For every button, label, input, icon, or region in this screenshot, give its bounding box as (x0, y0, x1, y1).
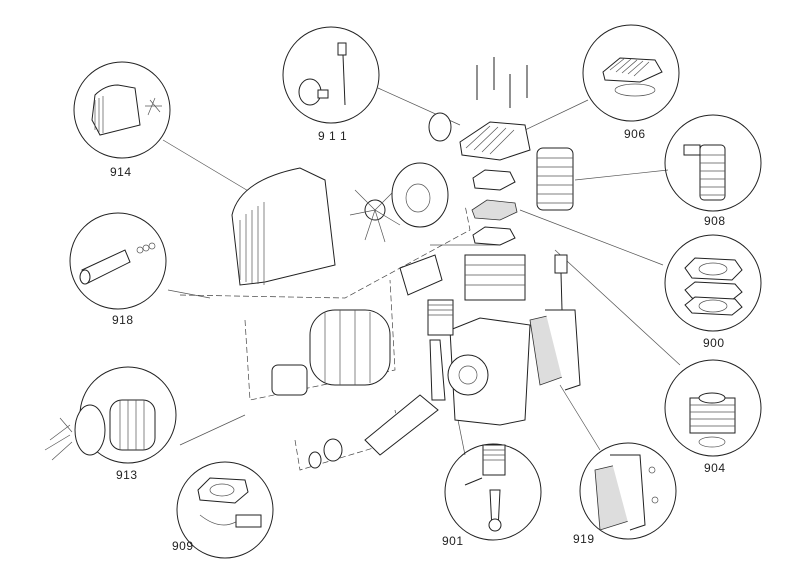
crankshaft (364, 394, 439, 456)
callout-circle-913[interactable] (44, 366, 177, 464)
pressure-valve (554, 254, 568, 274)
callout-label-908: 908 (704, 214, 726, 228)
callout-label-909: 909 (172, 539, 194, 553)
cooler-tube (536, 147, 574, 211)
callout-circle-909[interactable] (176, 461, 274, 559)
leader-lines (162, 87, 681, 456)
callout-label-914: 914 (110, 165, 132, 179)
head-bolts (476, 57, 528, 108)
callout-circle-904[interactable] (664, 359, 762, 457)
callout-circle-914[interactable] (73, 61, 171, 159)
callout-circle-918[interactable] (69, 212, 167, 310)
crankcase (449, 317, 531, 426)
air-filter (428, 112, 452, 142)
rotor (271, 364, 308, 396)
callout-circle-901[interactable] (444, 443, 542, 541)
piston (427, 299, 454, 336)
shroud-cover (231, 167, 336, 286)
callout-label-919: 919 (573, 532, 595, 546)
callout-circle-906[interactable] (582, 24, 680, 122)
callout-label-911: 9 1 1 (318, 129, 348, 143)
callout-label-900: 900 (703, 336, 725, 350)
callout-label-918: 918 (112, 313, 134, 327)
cylinder-head (459, 121, 531, 161)
main-assembly (231, 57, 581, 469)
callout-circle-908[interactable] (664, 114, 762, 212)
motor-stator (309, 309, 391, 386)
cylinder (464, 254, 526, 301)
callout-circle-900[interactable] (664, 234, 762, 332)
callout-label-906: 906 (624, 127, 646, 141)
callout-circle-911[interactable] (282, 26, 380, 124)
callout-circle-919[interactable] (579, 442, 677, 540)
assembly-outlines (179, 204, 471, 471)
capacitor (399, 254, 443, 296)
fan (349, 189, 401, 243)
end-plate (391, 162, 449, 228)
callout-label-904: 904 (704, 461, 726, 475)
callout-label-901: 901 (442, 534, 464, 548)
connecting-rod (429, 339, 446, 401)
callout-label-913: 913 (116, 468, 138, 482)
